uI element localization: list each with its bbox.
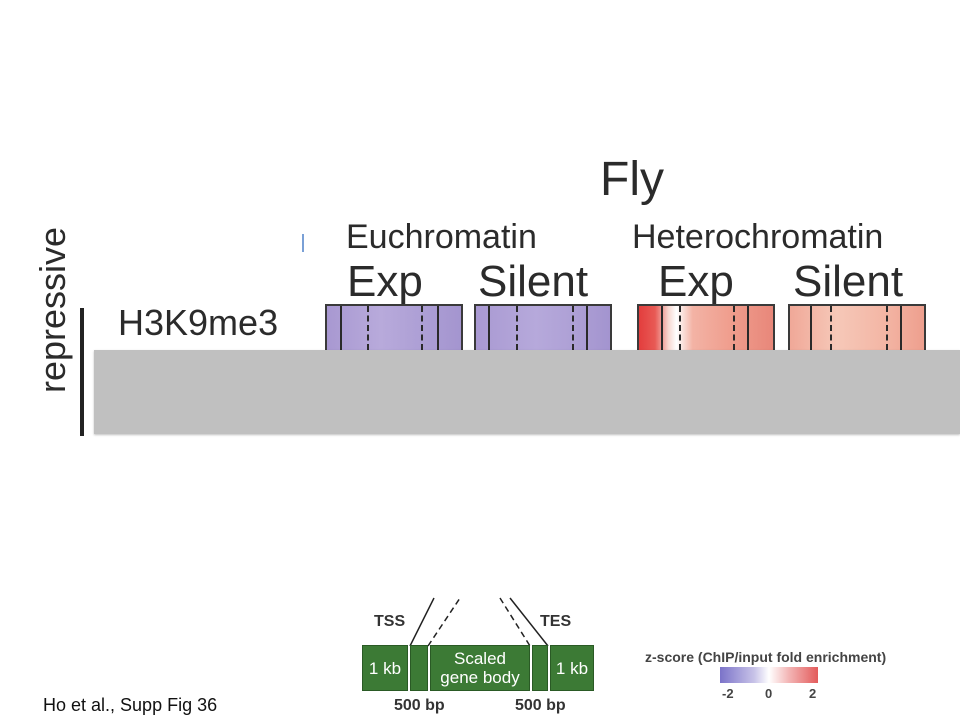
bp-left-label: 500 bp: [394, 697, 445, 714]
heatmap-dashed-line: [367, 306, 369, 350]
heatmap-separator: [437, 306, 439, 350]
header-tick: [302, 234, 304, 252]
heatmap-separator: [340, 306, 342, 350]
bp-right-label: 500 bp: [515, 697, 566, 714]
scaled-label-line2: gene body: [440, 668, 520, 687]
heatmap-dashed-line: [421, 306, 423, 350]
heatmap-dashed-line: [733, 306, 735, 350]
tes-500bp-box: [532, 645, 548, 691]
group-label-heterochromatin: Heterochromatin: [632, 218, 884, 256]
tss-label: TSS: [374, 613, 406, 630]
sub-label-heterochromatin-silent: Silent: [793, 257, 904, 306]
figure-caption: Ho et al., Supp Fig 36: [43, 695, 218, 715]
sub-label-heterochromatin-exp: Exp: [658, 257, 734, 306]
heatmap-dashed-line: [886, 306, 888, 350]
heatmap-heterochromatin-exp: [637, 304, 775, 352]
tss-right-dashed-line: [427, 597, 461, 647]
heatmap-dashed-line: [830, 306, 832, 350]
group-label-euchromatin: Euchromatin: [346, 218, 537, 256]
right-flank-box: 1 kb: [550, 645, 594, 691]
heatmap-dashed-line: [572, 306, 574, 350]
heatmap-separator: [747, 306, 749, 350]
heatmap-separator: [661, 306, 663, 350]
tes-right-line: [509, 597, 549, 647]
gray-overlay-box: [94, 350, 960, 434]
legend-tick-min: -2: [722, 686, 734, 701]
figure-title: Fly: [600, 153, 664, 206]
side-bracket-line: [80, 308, 84, 436]
left-flank-box: 1 kb: [362, 645, 408, 691]
legend-tick-max: 2: [809, 686, 817, 701]
heatmap-euchromatin-exp: [325, 304, 463, 352]
heatmap-separator: [488, 306, 490, 350]
heatmap-separator: [810, 306, 812, 350]
side-label: repressive: [30, 215, 76, 405]
schematic-connector-lines: [409, 597, 549, 647]
right-flank-label: 1 kb: [555, 659, 589, 678]
heatmap-separator: [586, 306, 588, 350]
heatmap-dashed-line: [679, 306, 681, 350]
tss-left-line: [409, 597, 435, 647]
histone-mark-label: H3K9me3: [118, 302, 279, 343]
legend-title: z-score (ChIP/input fold enrichment): [645, 649, 887, 665]
legend-color-bar: [720, 667, 818, 683]
side-label-text: repressive: [32, 226, 73, 394]
legend-tick-mid: 0: [765, 686, 773, 701]
heatmap-separator: [900, 306, 902, 350]
heatmap-euchromatin-silent: [474, 304, 612, 352]
scaled-label-line1: Scaled: [454, 649, 506, 668]
tes-label: TES: [540, 613, 572, 630]
heatmap-heterochromatin-silent: [788, 304, 926, 352]
left-flank-label: 1 kb: [368, 659, 402, 678]
sub-label-euchromatin-exp: Exp: [347, 257, 423, 306]
heatmap-dashed-line: [516, 306, 518, 350]
tss-500bp-box: [410, 645, 428, 691]
scaled-gene-body-box: Scaled gene body: [430, 645, 530, 691]
sub-label-euchromatin-silent: Silent: [478, 257, 589, 306]
